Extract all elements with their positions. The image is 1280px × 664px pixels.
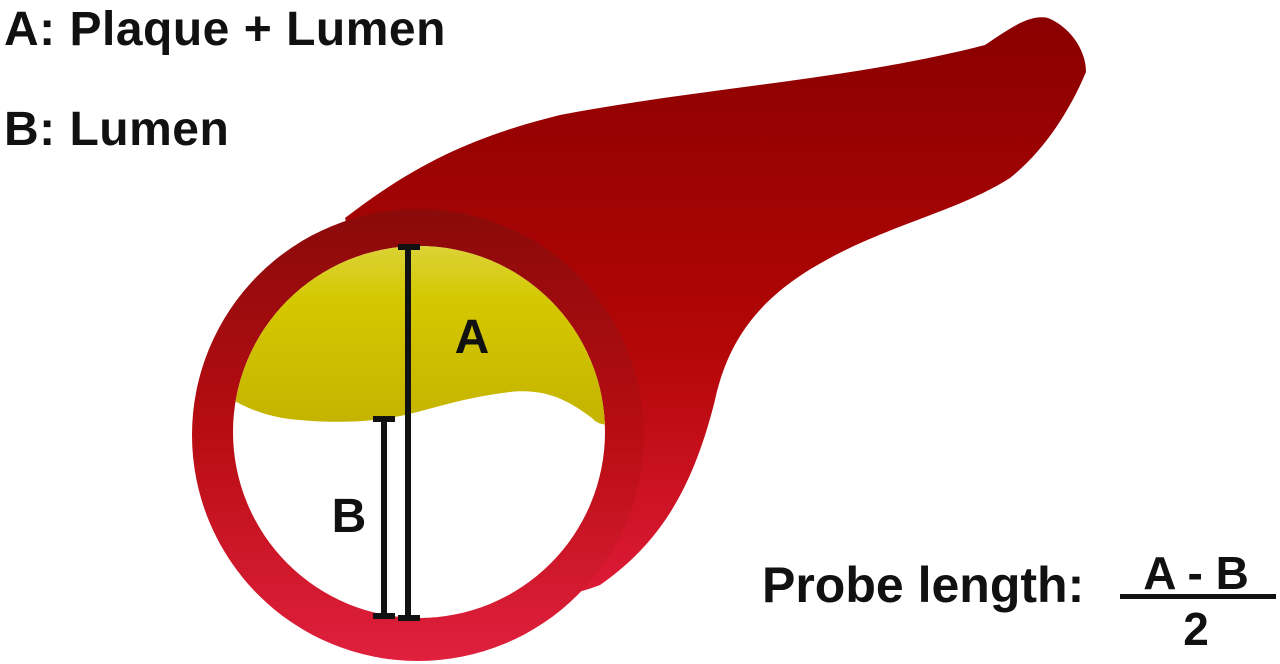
measurement-a [398,244,420,621]
formula-fraction: A - B 2 [1116,548,1276,658]
label-b: B [332,490,367,543]
label-a: A [455,311,490,364]
formula-denominator: 2 [1183,603,1209,655]
probe-length-formula: Probe length: A - B 2 [762,548,1278,658]
legend-lumen: B: Lumen [4,103,230,156]
measurement-b [373,416,395,619]
fraction-bar [1120,594,1276,599]
formula-numerator: A - B [1143,547,1249,599]
legend-plaque-lumen: A: Plaque + Lumen [4,3,446,56]
formula-prefix: Probe length: [762,557,1085,613]
